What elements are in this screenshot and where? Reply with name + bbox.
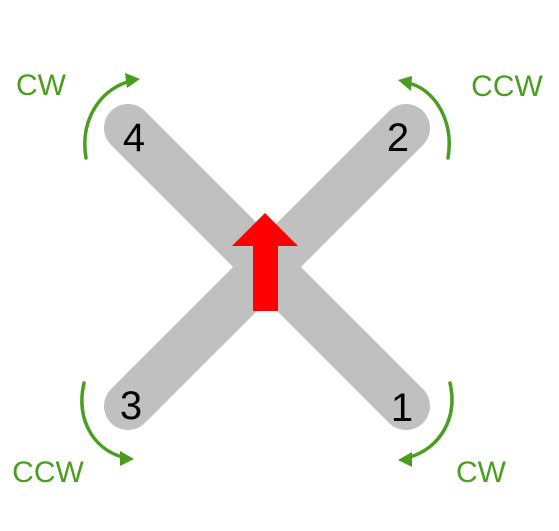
heading-arrow-icon: [232, 213, 298, 311]
rotation-label-motor-3: CCW: [12, 456, 84, 489]
motor-number-2: 2: [387, 116, 409, 160]
rotation-label-motor-2: CCW: [471, 70, 543, 103]
motor-number-4: 4: [123, 116, 145, 160]
rotation-label-motor-1: CW: [456, 456, 507, 489]
rotation-arrow-motor-1-icon: [398, 381, 454, 467]
rotation-label-motor-4: CW: [16, 69, 67, 102]
rotation-arrow-motor-4-icon: [83, 73, 140, 160]
rotation-arrow-motor-3-icon: [80, 381, 134, 466]
rotation-arrow-motor-2-icon: [398, 76, 451, 160]
motor-number-3: 3: [120, 384, 142, 428]
motor-number-1: 1: [391, 386, 413, 430]
